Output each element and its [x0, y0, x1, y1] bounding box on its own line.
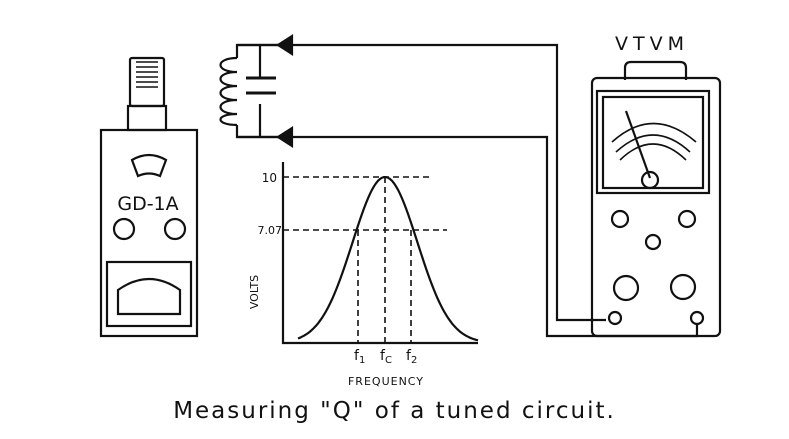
dial-window — [130, 153, 168, 178]
vtvm — [590, 60, 722, 338]
vtvm-needle — [624, 110, 652, 179]
vtvm-body — [590, 76, 722, 338]
probe-arrow-bottom — [275, 125, 294, 149]
x-tick-fc: fC — [380, 348, 392, 366]
vtvm-terminal-1 — [607, 310, 623, 326]
vtvm-handle — [623, 60, 688, 80]
wire-top — [292, 43, 606, 322]
vtvm-meter-frame — [595, 89, 711, 195]
tuned-circuit — [219, 33, 294, 149]
chart-axes — [281, 162, 478, 345]
vtvm-terminal-2 — [689, 310, 705, 326]
x-tick-f1: f1 — [354, 348, 365, 366]
x-tick-f2: f2 — [406, 348, 417, 366]
probe-arrow-top — [275, 33, 294, 57]
meter-face-frame — [105, 260, 193, 328]
meter-body — [99, 128, 199, 338]
knob-left — [112, 217, 136, 241]
y-tick-10: 10 — [262, 171, 277, 185]
grid-dip-meter — [99, 56, 199, 338]
y-tick-707: 7.07 — [258, 224, 283, 237]
wire-bottom — [292, 135, 699, 338]
plug-base — [126, 104, 168, 132]
y-axis-label: VOLTS — [248, 275, 261, 309]
meter-face — [116, 278, 182, 316]
vtvm-knob-3 — [644, 233, 662, 251]
resonance-chart — [281, 162, 479, 345]
vtvm-knob-1 — [610, 209, 630, 229]
capacitor-plates — [246, 76, 276, 95]
resonance-curve — [297, 176, 479, 342]
chart-guides — [283, 176, 447, 343]
caption: Measuring "Q" of a tuned circuit. — [173, 398, 616, 424]
vtvm-knob-2 — [677, 209, 697, 229]
vtvm-knob-4 — [612, 274, 640, 302]
knob-right — [163, 217, 187, 241]
inductor-coil — [219, 56, 238, 127]
vtvm-scale — [611, 122, 697, 161]
x-axis-label: FREQUENCY — [348, 375, 424, 388]
dip-meter-label: GD-1A — [117, 193, 178, 215]
vtvm-knob-5 — [669, 273, 697, 301]
vtvm-meter-face — [601, 95, 705, 190]
vtvm-label: VTVM — [615, 33, 689, 55]
vtvm-pivot — [640, 170, 660, 190]
